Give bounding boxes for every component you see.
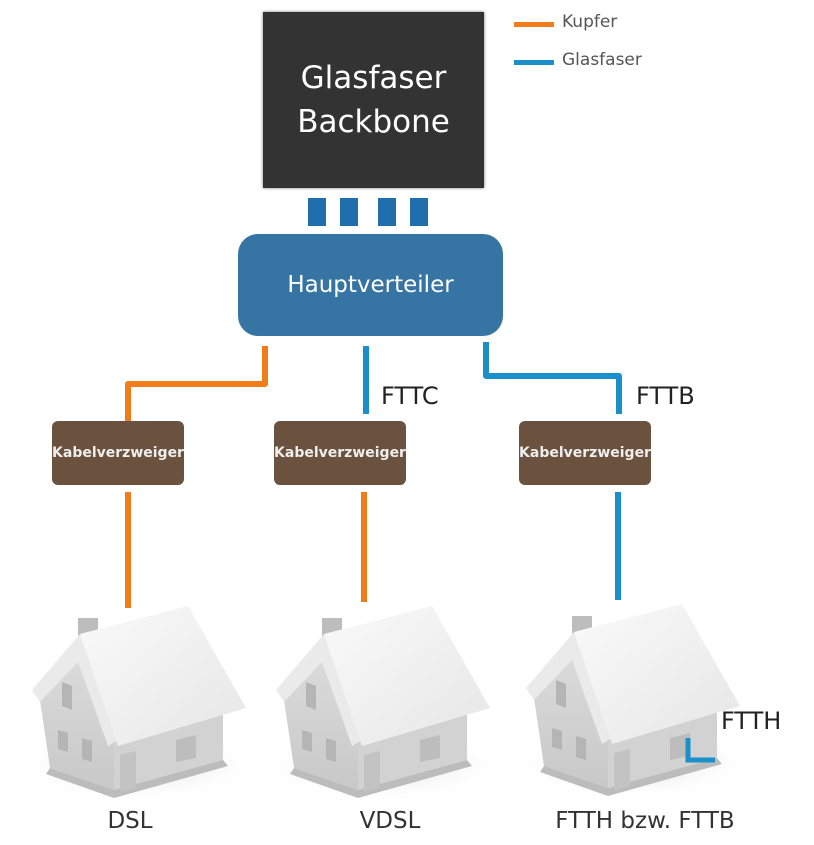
backbone-label-line2: Backbone xyxy=(297,104,450,140)
fiber-port xyxy=(378,198,396,226)
backbone-label-line1: Glasfaser xyxy=(300,60,447,96)
main-distributor-label: Hauptverteiler xyxy=(287,272,454,298)
cabinet-label: Kabelverzweiger xyxy=(519,445,651,461)
house-label-dsl: DSL xyxy=(107,808,153,834)
cabinet-box-3: Kabelverzweiger xyxy=(519,421,651,485)
cabinet-box-1: Kabelverzweiger xyxy=(52,421,184,485)
fttc-label: FTTC xyxy=(381,382,439,410)
ftth-label: FTTH xyxy=(721,707,782,735)
fiber-port xyxy=(308,198,326,226)
cabinet-label: Kabelverzweiger xyxy=(52,445,184,461)
house-dsl-icon xyxy=(13,606,263,803)
fiber-port xyxy=(340,198,358,226)
legend-copper-swatch xyxy=(514,22,554,27)
copper-line-hv-to-kvz1 xyxy=(125,346,268,421)
legend-fiber-label: Glasfaser xyxy=(562,50,642,70)
house-vdsl-icon xyxy=(257,606,507,803)
fiber-backbone-box: Glasfaser Backbone xyxy=(263,12,484,188)
house-label-ftth-fttb: FTTH bzw. FTTB xyxy=(555,808,735,834)
house-label-vdsl: VDSL xyxy=(359,808,421,834)
legend-copper-label: Kupfer xyxy=(562,12,618,32)
house-ftth-icon xyxy=(507,604,757,801)
cabinet-box-2: Kabelverzweiger xyxy=(274,421,406,485)
fiber-port xyxy=(410,198,428,226)
cabinet-label: Kabelverzweiger xyxy=(274,445,406,461)
fiber-line-hv-to-kvz3 xyxy=(483,342,622,414)
legend-fiber-swatch xyxy=(514,60,554,65)
fttb-label: FTTB xyxy=(636,382,695,410)
fiber-line-in-house xyxy=(685,738,715,763)
main-distributor-box: Hauptverteiler xyxy=(238,234,503,336)
